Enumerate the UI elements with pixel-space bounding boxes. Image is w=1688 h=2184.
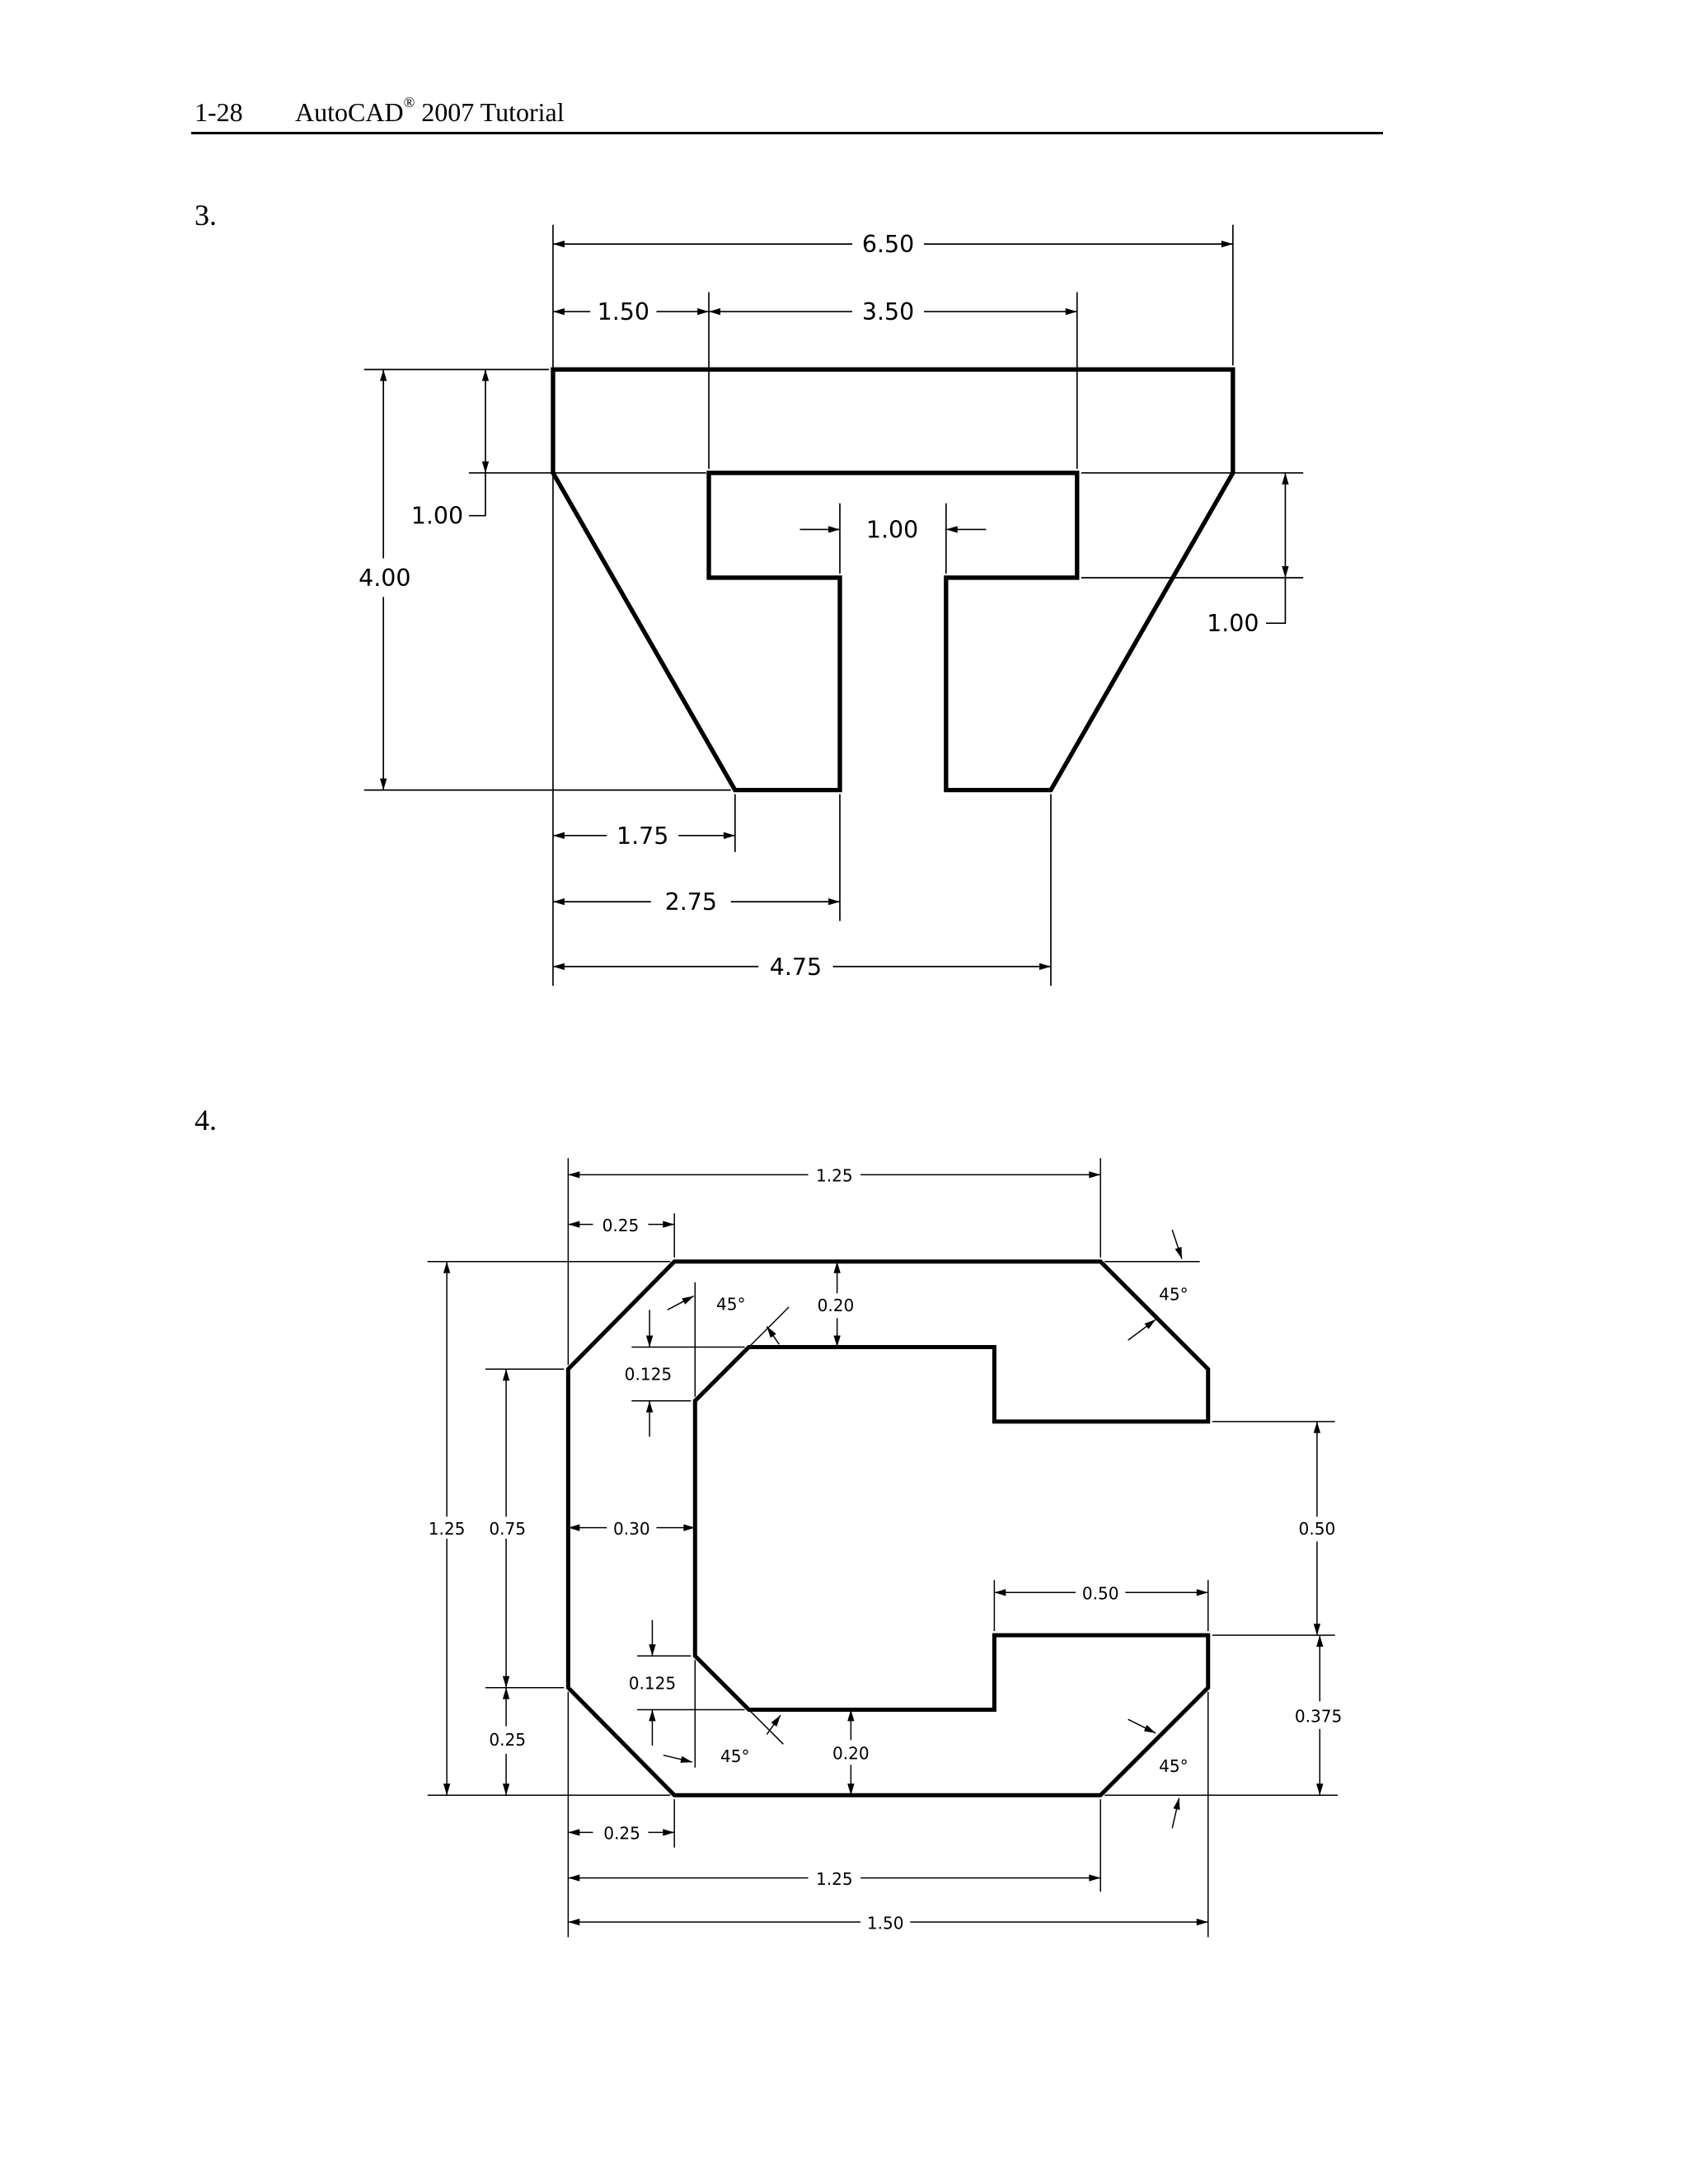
- dim-4-top-wall: 0.20: [818, 1296, 855, 1315]
- part-3-outline: [551, 367, 1236, 793]
- dim-4-right-lower: 0.375: [1295, 1707, 1342, 1727]
- dim-4-bottom-width: 1.25: [816, 1869, 853, 1889]
- dim-4-angle-bottom-right: 45°: [1159, 1756, 1189, 1776]
- header-rule: [191, 132, 1383, 134]
- dim-4-overall-width: 1.50: [867, 1914, 904, 1933]
- dim-4-bottom-chamfer-height: 0.25: [489, 1730, 526, 1750]
- dim-3-bottom-475: 4.75: [770, 954, 822, 981]
- dim-4-right-opening: 0.50: [1299, 1519, 1336, 1539]
- dim-4-inner-chamfer-bottom: 0.125: [629, 1673, 676, 1693]
- running-header: 1-28 AutoCAD® 2007 Tutorial: [195, 94, 565, 128]
- part-3-dimension-lines: [363, 224, 1304, 987]
- dim-3-top-thickness: 1.00: [411, 503, 463, 530]
- registered-mark: ®: [403, 94, 415, 110]
- exercise-3-number: 3.: [195, 199, 217, 232]
- dim-3-bottom-275: 2.75: [665, 888, 717, 916]
- dim-3-slot-width: 3.50: [862, 298, 914, 326]
- part-4-dimension-lines: [427, 1158, 1339, 1938]
- dim-4-overall-height: 1.25: [429, 1519, 466, 1539]
- dim-3-bottom-175: 1.75: [617, 823, 668, 850]
- dim-4-angle-top-left: 45°: [716, 1294, 746, 1314]
- dim-3-left-offset: 1.50: [598, 298, 649, 326]
- dim-4-angle-top-right: 45°: [1159, 1285, 1189, 1305]
- dim-3-slot-depth: 1.00: [1207, 610, 1259, 637]
- dim-4-wall-thickness: 0.30: [613, 1519, 650, 1539]
- dim-4-bottom-wall: 0.20: [832, 1744, 870, 1764]
- part-4-outline: [565, 1259, 1211, 1797]
- dim-3-overall-height: 4.00: [359, 565, 410, 592]
- book-title-suffix: 2007 Tutorial: [415, 97, 565, 127]
- exercise-4-number: 4.: [195, 1104, 217, 1137]
- dim-3-stem-gap: 1.00: [866, 516, 918, 543]
- dim-4-bottom-chamfer: 0.25: [603, 1824, 640, 1844]
- dim-4-top-chamfer: 0.25: [603, 1216, 640, 1235]
- dim-4-top-width: 1.25: [816, 1166, 853, 1186]
- dim-3-overall-width: 6.50: [862, 231, 914, 258]
- book-title: AutoCAD: [295, 97, 404, 127]
- exercise-4-drawing: 1.25 0.25 0.20 45° 45° 0.125 1.25 0.75 0…: [427, 1158, 1342, 1938]
- dim-4-lower-step-width: 0.50: [1082, 1584, 1119, 1604]
- page-number: 1-28: [195, 97, 243, 127]
- dim-4-left-flat: 0.75: [489, 1519, 526, 1539]
- dim-4-angle-bottom-left: 45°: [720, 1746, 750, 1766]
- dim-4-inner-chamfer-top: 0.125: [625, 1365, 672, 1385]
- exercise-3-drawing: 6.50 1.50 3.50 4.00 1.00 1.00 1.00 1.75 …: [359, 224, 1304, 987]
